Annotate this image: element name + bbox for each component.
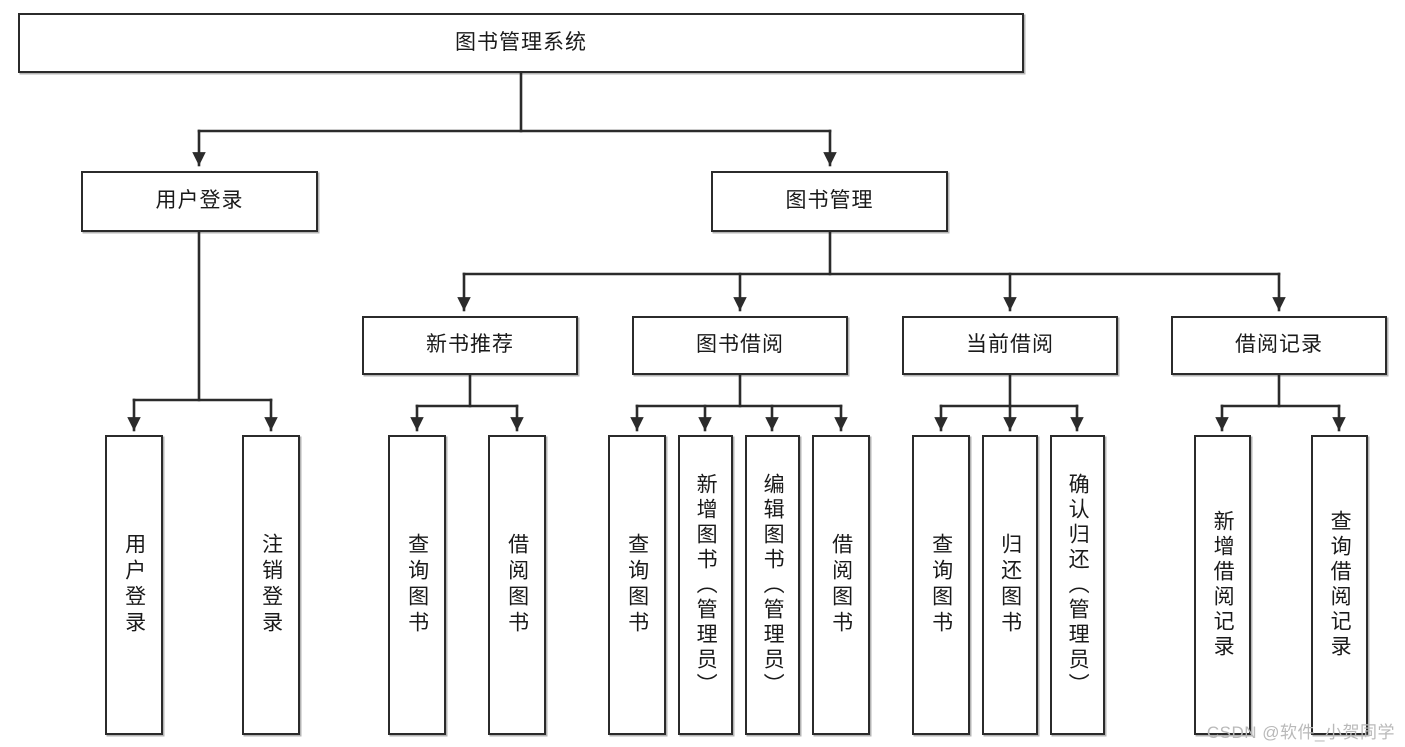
leaf-query-book-recommend[interactable]: 查询图书	[388, 435, 446, 735]
leaf-return-book[interactable]: 归还图书	[982, 435, 1038, 735]
leaf-query-book-borrow[interactable]: 查询图书	[608, 435, 666, 735]
node-label: 查询图书	[929, 533, 953, 637]
node-label: 借阅记录	[1235, 333, 1323, 357]
leaf-query-book-current[interactable]: 查询图书	[912, 435, 970, 735]
node-label: 新增借阅记录	[1211, 510, 1235, 660]
leaf-borrow-book[interactable]: 借阅图书	[812, 435, 870, 735]
node-label: 确认归还（管理员）	[1066, 472, 1090, 698]
node-root-system[interactable]: 图书管理系统	[18, 13, 1024, 73]
node-label: 新增图书（管理员）	[694, 472, 718, 698]
leaf-query-borrow-record[interactable]: 查询借阅记录	[1311, 435, 1368, 735]
node-book-management[interactable]: 图书管理	[711, 171, 948, 232]
node-borrow-record[interactable]: 借阅记录	[1171, 316, 1387, 375]
node-label: 注销登录	[259, 533, 283, 637]
leaf-add-book-admin[interactable]: 新增图书（管理员）	[678, 435, 733, 735]
node-label: 借阅图书	[829, 533, 853, 637]
node-new-book-recommend[interactable]: 新书推荐	[362, 316, 578, 375]
leaf-borrow-book-recommend[interactable]: 借阅图书	[488, 435, 546, 735]
node-label: 编辑图书（管理员）	[761, 472, 785, 698]
leaf-edit-book-admin[interactable]: 编辑图书（管理员）	[745, 435, 800, 735]
node-label: 图书管理系统	[455, 30, 587, 54]
node-label: 用户登录	[122, 533, 146, 637]
node-label: 当前借阅	[966, 333, 1054, 357]
node-label: 借阅图书	[505, 533, 529, 637]
node-label: 查询借阅记录	[1328, 510, 1352, 660]
node-label: 新书推荐	[426, 333, 514, 357]
leaf-user-login[interactable]: 用户登录	[105, 435, 163, 735]
node-label: 用户登录	[155, 189, 244, 213]
node-label: 图书管理	[785, 189, 874, 213]
node-label: 查询图书	[625, 533, 649, 637]
node-current-borrow[interactable]: 当前借阅	[902, 316, 1118, 375]
leaf-user-logout[interactable]: 注销登录	[242, 435, 300, 735]
node-book-borrow[interactable]: 图书借阅	[632, 316, 848, 375]
leaf-add-borrow-record[interactable]: 新增借阅记录	[1194, 435, 1251, 735]
node-label: 图书借阅	[696, 333, 784, 357]
node-label: 查询图书	[405, 533, 429, 637]
node-user-login[interactable]: 用户登录	[81, 171, 318, 232]
node-label: 归还图书	[998, 533, 1022, 637]
leaf-confirm-return-admin[interactable]: 确认归还（管理员）	[1050, 435, 1105, 735]
